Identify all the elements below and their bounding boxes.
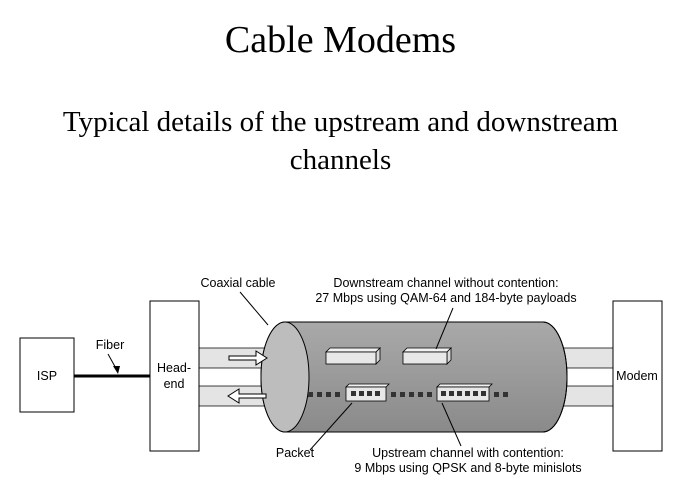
modem-label: Modem [616,369,658,383]
headend-box [149,300,200,452]
slide-subtitle: Typical details of the upstream and down… [0,103,681,179]
downstream-label-line2: 27 Mbps using QAM-64 and 184-byte payloa… [315,291,576,305]
subtitle-line-2: channels [289,144,392,176]
coaxial-cable-end-right [542,321,568,433]
downstream-label-leader [435,307,454,350]
fiber-label: Fiber [96,338,124,352]
downstream-direction-arrow [228,350,268,366]
modem-box [612,300,663,452]
downstream-packet [325,347,381,365]
coaxial-cable-end-left [260,321,310,433]
upstream-packet [436,383,493,402]
slide-title: Cable Modems [224,19,457,61]
headend-label-line1: Head- [157,361,191,375]
upstream-minislots [308,392,508,397]
subtitle-line-1: Typical details of the upstream and down… [62,106,619,138]
upstream-label-line2: 9 Mbps using QPSK and 8-byte minislots [354,461,581,475]
upstream-label-leader [441,402,462,447]
upstream-label-line1: Upstream channel with contention: [372,446,564,460]
headend-label-line2: end [164,377,185,391]
downstream-label-line1: Downstream channel without contention: [333,276,558,290]
downstream-packet [402,347,452,365]
upstream-direction-arrow [227,388,267,404]
coaxial-cable-label: Coaxial cable [200,276,275,290]
upstream-packet [345,383,390,402]
coaxial-cable-leader [239,291,269,326]
isp-label: ISP [37,369,57,383]
packet-label-leader [309,402,353,451]
packet-label: Packet [276,446,315,460]
fiber-leader-arrowhead [113,366,120,374]
